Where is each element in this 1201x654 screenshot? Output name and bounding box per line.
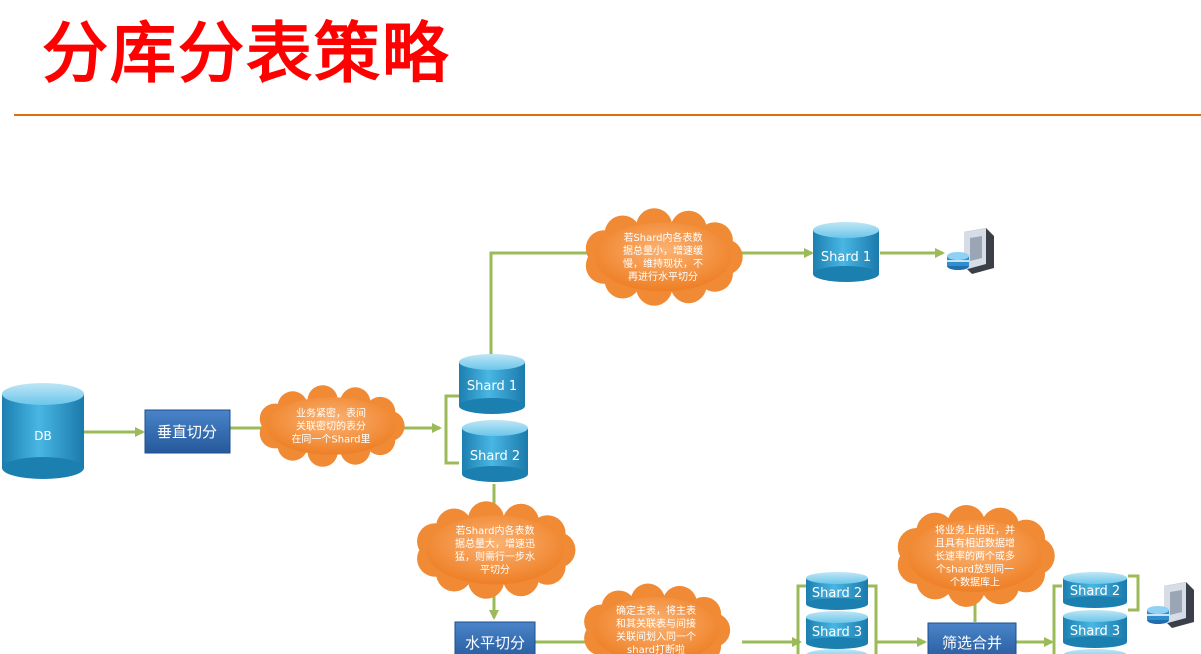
shard1-top-label: Shard 1 <box>821 250 871 265</box>
cloud-text-line: 关联间划入同一个 <box>616 630 696 643</box>
database-server-icon <box>1147 582 1194 628</box>
shard-right-partial-cylinder <box>1063 649 1127 654</box>
filter-merge-box: 筛选合并 <box>927 622 1017 654</box>
db-label: DB <box>34 429 51 443</box>
db-cylinder: DB <box>2 383 84 479</box>
cloud-text-line: 个数据库上 <box>950 576 1000 589</box>
shard2-mid-label: Shard 2 <box>812 586 862 601</box>
shard2-right-label: Shard 2 <box>1070 584 1120 599</box>
shard2-right-cylinder: Shard 2 <box>1063 572 1127 608</box>
bracket-right-group <box>1052 584 1062 654</box>
shard-mid-partial-cylinder <box>806 649 868 654</box>
cloud-text-line: shard打断啦 <box>627 643 685 654</box>
cloud-text-line: 据总量大，增速迅 <box>455 537 535 550</box>
shard3-right-label: Shard 3 <box>1070 624 1120 639</box>
cloud-text-line: 和其关联表与间接 <box>616 617 696 630</box>
horizontal-split-box: 水平切分 <box>454 621 536 654</box>
shard3-right-cylinder: Shard 3 <box>1063 610 1127 648</box>
cloud-text-line: 据总量小，增速缓 <box>623 244 703 257</box>
page-title: 分库分表策略 <box>42 15 450 92</box>
cloud-text-line: 且具有相近数据增 <box>935 537 1015 550</box>
database-server-icon <box>947 228 994 274</box>
shard2-label: Shard 2 <box>470 449 520 464</box>
filter-merge-label: 筛选合并 <box>942 634 1002 652</box>
cloud-text-line: 业务紧密，表间 <box>296 407 366 420</box>
cloud-text-line: 个shard放到同一 <box>936 563 1014 576</box>
cloud-text-line: 长速率的两个或多 <box>935 550 1015 563</box>
cloud-text-line: 再进行水平切分 <box>628 270 698 283</box>
shard1-cylinder: Shard 1 <box>459 354 525 414</box>
shard1-label: Shard 1 <box>467 379 517 394</box>
horizontal-split-label: 水平切分 <box>465 634 525 652</box>
vertical-split-label: 垂直切分 <box>157 423 217 441</box>
shard1-top-cylinder: Shard 1 <box>813 222 879 282</box>
bracket-shards <box>444 394 459 465</box>
bracket-left-group <box>796 584 808 654</box>
cloud-text-line: 将业务上相近，并 <box>935 524 1015 537</box>
bracket-right-group-right <box>1128 574 1140 612</box>
cloud-text-line: 确定主表，将主表 <box>616 604 696 617</box>
shard2-cylinder: Shard 2 <box>462 420 528 482</box>
shard3-mid-cylinder: Shard 3 <box>806 611 868 649</box>
cloud-text-line: 在同一个Shard里 <box>291 434 370 446</box>
bracket-left-group-right <box>866 584 878 654</box>
cloud-text-line: 慢，维持现状，不 <box>623 257 703 270</box>
cloud-text-line: 若Shard内各表数 <box>455 524 534 537</box>
cloud-text-line: 关联密切的表分 <box>296 420 366 433</box>
title-divider <box>14 114 1201 116</box>
shard3-mid-label: Shard 3 <box>812 625 862 640</box>
vertical-split-box: 垂直切分 <box>144 409 231 454</box>
cloud-text-line: 猛，则需行一步水 <box>455 550 535 563</box>
shard2-mid-cylinder: Shard 2 <box>806 572 868 610</box>
cloud-text-line: 平切分 <box>480 564 510 576</box>
cloud-text-line: 若Shard内各表数 <box>623 231 702 244</box>
line-shard1-up <box>489 251 590 355</box>
